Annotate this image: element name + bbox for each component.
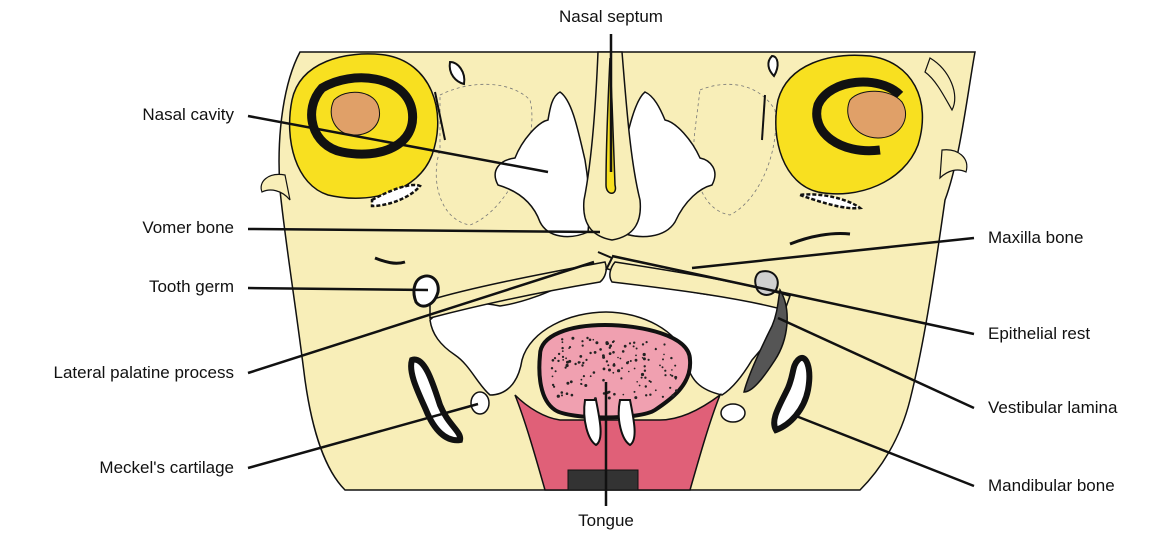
label-vomer-bone: Vomer bone: [142, 218, 234, 237]
left-lens: [331, 92, 379, 135]
label-maxilla-bone: Maxilla bone: [988, 228, 1083, 247]
label-nasal-septum: Nasal septum: [559, 7, 663, 26]
right-meckels-cartilage-shape: [721, 404, 745, 422]
meckels-cartilage-shape: [471, 392, 489, 414]
label-vestibular-lamina: Vestibular lamina: [988, 398, 1118, 417]
label-epithelial-rest: Epithelial rest: [988, 324, 1090, 343]
hyoid-block: [568, 470, 638, 490]
label-tooth-germ: Tooth germ: [149, 277, 234, 296]
left-side-flap: [261, 174, 290, 200]
label-nasal-cavity: Nasal cavity: [142, 105, 234, 124]
left-eye: [290, 54, 438, 198]
label-lateral-palatine-process: Lateral palatine process: [53, 363, 234, 382]
label-tongue: Tongue: [578, 511, 634, 530]
label-meckels-cartilage: Meckel's cartilage: [99, 458, 234, 477]
label-mandibular-bone: Mandibular bone: [988, 476, 1115, 495]
